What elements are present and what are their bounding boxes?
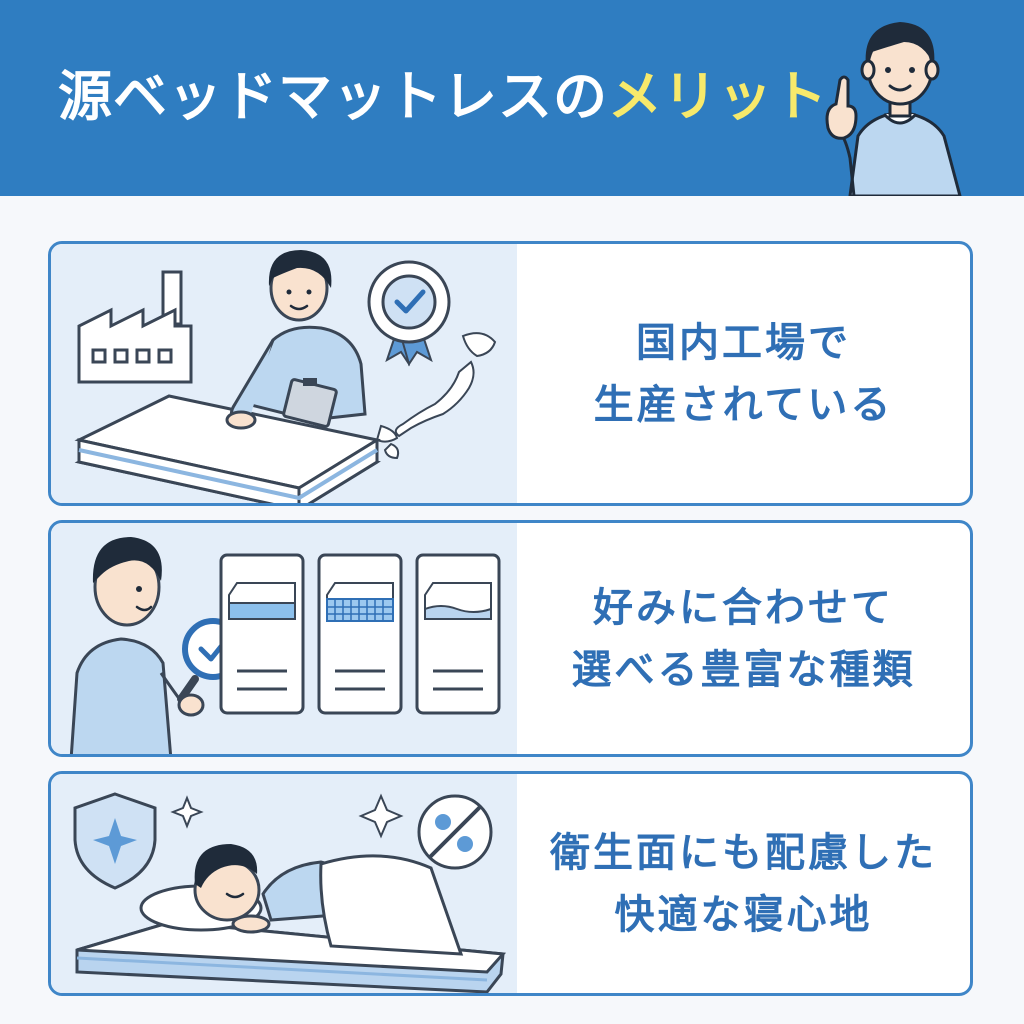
- benefit-line-1: 国内工場で: [636, 319, 851, 366]
- benefit-card-hygiene: 衛生面にも配慮した 快適な寝心地: [48, 771, 973, 996]
- no-bacteria-icon: [417, 794, 493, 870]
- benefit-text: 好みに合わせて 選べる豊富な種類: [517, 523, 970, 754]
- benefit-card-domestic-factory: 国内工場で 生産されている: [48, 241, 973, 506]
- mattress-option-card-2: [317, 553, 403, 715]
- sleeping-person-illustration: [139, 844, 464, 956]
- factory-worker-illustration: [225, 250, 367, 430]
- title-main: 源ベッドマットレスの: [58, 65, 608, 128]
- factory-illustration-panel: [51, 244, 517, 503]
- quality-badge-icon: [367, 260, 451, 367]
- header-banner: 源ベッドマットレスのメリット: [0, 0, 1024, 196]
- mattress-option-card-3: [415, 553, 501, 715]
- page-title: 源ベッドマットレスのメリット: [58, 70, 828, 124]
- mattress-option-card-1: [219, 553, 305, 715]
- variety-illustration-panel: [51, 523, 517, 754]
- person-with-magnifier-illustration: [69, 537, 244, 754]
- benefit-text: 国内工場で 生産されている: [517, 244, 970, 503]
- japan-map-icon: [375, 332, 497, 460]
- mattress-icon: [75, 920, 507, 993]
- title-accent: メリット: [608, 65, 828, 128]
- benefit-card-variety: 好みに合わせて 選べる豊富な種類: [48, 520, 973, 757]
- benefit-line-1: 衛生面にも配慮した: [550, 829, 937, 876]
- benefit-line-2: 快適な寝心地: [614, 891, 873, 938]
- sleeping-illustration-panel: [51, 774, 517, 993]
- benefit-line-1: 好みに合わせて: [593, 584, 894, 631]
- benefit-line-2: 選べる豊富な種類: [571, 646, 916, 693]
- benefit-text: 衛生面にも配慮した 快適な寝心地: [517, 774, 970, 993]
- benefit-line-2: 生産されている: [593, 381, 894, 428]
- shield-icon: [73, 792, 157, 890]
- pointing-person-illustration: [825, 22, 962, 196]
- factory-icon: [77, 270, 193, 384]
- sparkle-icon: [170, 793, 404, 839]
- mattress-icon: [74, 394, 381, 503]
